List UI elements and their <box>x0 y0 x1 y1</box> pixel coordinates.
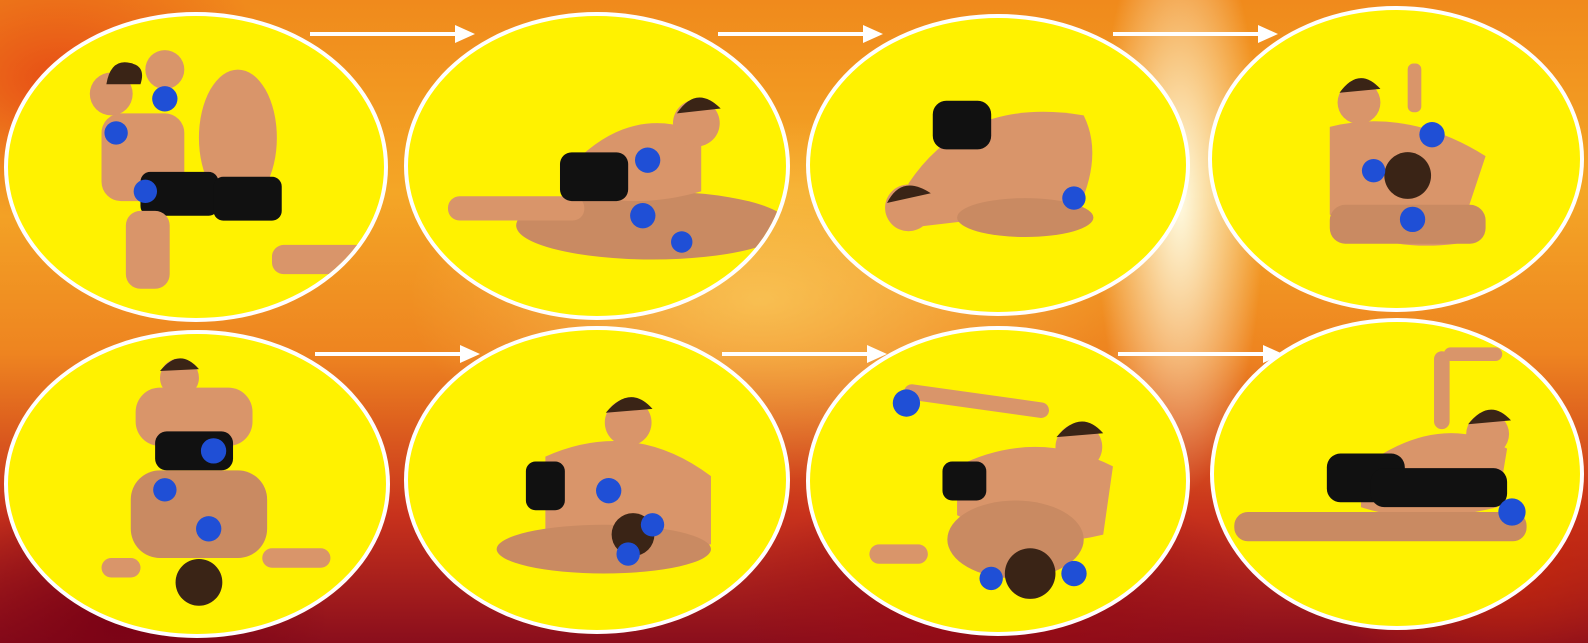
step-3-panel <box>806 14 1190 316</box>
grappling-side-crush-icon <box>408 330 786 630</box>
step-4-panel <box>1208 6 1584 312</box>
arrow-1-to-2 <box>310 24 475 44</box>
arrow-right-icon <box>1113 24 1278 44</box>
arrow-right-icon <box>722 344 887 364</box>
step-2-panel <box>404 12 790 320</box>
step-5-panel <box>4 330 390 638</box>
grappling-ground-elbow-strike-icon <box>1214 322 1580 626</box>
step-1-panel <box>4 12 388 322</box>
grappling-standing-back-control-icon <box>8 16 384 318</box>
grappling-ground-strike-setup-icon <box>810 330 1186 632</box>
step-6-panel <box>404 326 790 634</box>
grappling-top-half-guard-icon <box>408 16 786 316</box>
arrow-right-icon <box>310 24 475 44</box>
arrow-7-to-8 <box>1118 344 1283 364</box>
arrow-5-to-6 <box>315 344 480 364</box>
arrow-right-icon <box>315 344 480 364</box>
step-8-panel <box>1210 318 1584 630</box>
arrow-right-icon <box>718 24 883 44</box>
arrow-3-to-4 <box>1113 24 1278 44</box>
arrow-2-to-3 <box>718 24 883 44</box>
grappling-crucifix-entry-icon <box>1212 10 1580 308</box>
step-7-panel <box>806 326 1190 636</box>
arrow-6-to-7 <box>722 344 887 364</box>
grappling-north-south-control-icon <box>8 334 386 634</box>
grappling-turtle-control-icon <box>810 18 1186 312</box>
arrow-right-icon <box>1118 344 1283 364</box>
